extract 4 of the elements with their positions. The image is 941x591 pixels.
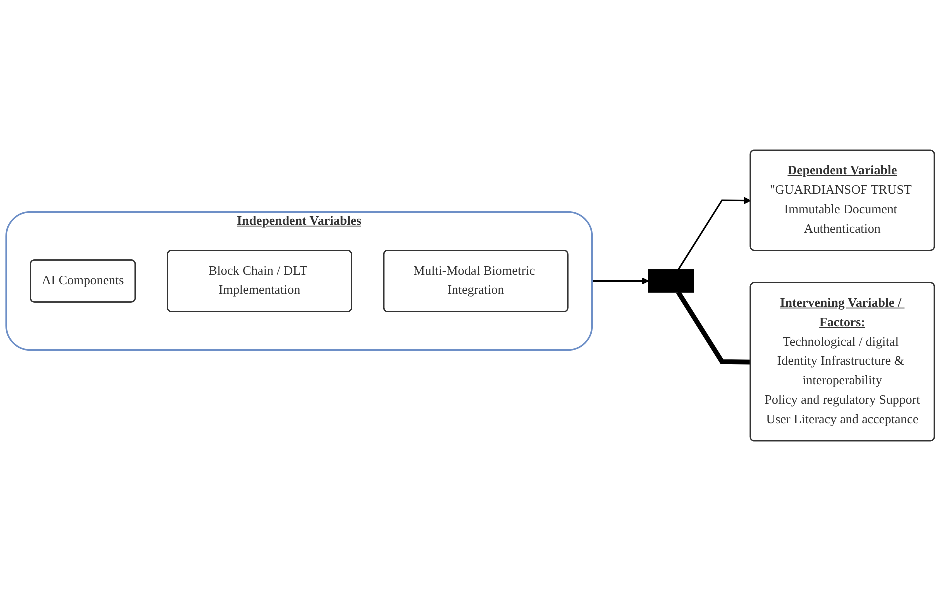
arrow bbox=[592, 277, 650, 285]
arrow bbox=[678, 197, 752, 270]
connector bbox=[676, 290, 751, 365]
node-bar bbox=[648, 269, 694, 293]
